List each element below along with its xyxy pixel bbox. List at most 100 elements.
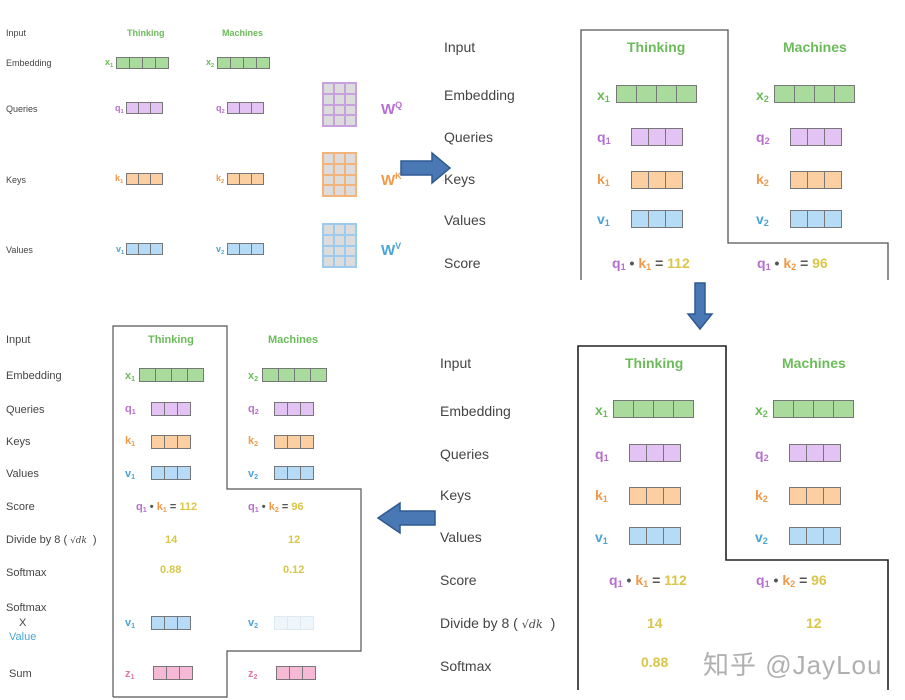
row-label-score: Score [6, 501, 35, 513]
symbol-x1: x1 [125, 370, 136, 383]
softmax-value-1: 0.88 [641, 654, 669, 670]
output-vector-z1 [153, 666, 193, 680]
word-thinking: Thinking [148, 334, 194, 346]
value-vector-v1 [126, 243, 163, 255]
symbol-v1: v1 [116, 244, 125, 256]
divided-score-1: 14 [647, 615, 663, 631]
arrow-left-icon [376, 501, 436, 535]
value-vector-v2 [789, 527, 841, 545]
symbol-k2: k2 [755, 487, 768, 504]
key-vector-k2 [790, 171, 842, 189]
key-vector-k1 [126, 173, 163, 185]
word-thinking: Thinking [627, 39, 686, 55]
row-label-embedding: Embedding [440, 403, 511, 419]
row-label-keys: Keys [6, 175, 27, 185]
row-label-keys: Keys [444, 171, 476, 187]
query-vector-q2 [789, 444, 841, 462]
row-label-keys: Keys [440, 487, 472, 503]
score-q1-k1: q1 • k1 = 112 [136, 501, 198, 514]
score-q1-k2: q1 • k2 = 96 [757, 255, 828, 272]
row-label-softmax: Softmax [440, 658, 492, 674]
symbol-v2: v2 [248, 468, 259, 481]
symbol-x1: x1 [595, 402, 608, 419]
symbol-q1: q1 [595, 446, 609, 463]
word-machines: Machines [782, 355, 846, 371]
symbol-q2: q2 [756, 129, 770, 146]
row-label-divide: Divide by 8 ( √dk ) [6, 534, 97, 546]
weight-label-wq: WQ [381, 100, 403, 118]
symbol-v2: v2 [756, 211, 769, 228]
row-label-input: Input [440, 355, 472, 371]
symbol-x2: x2 [206, 57, 215, 69]
divided-score-2: 12 [288, 534, 301, 546]
row-label-values: Values [6, 245, 33, 255]
symbol-k1: k1 [115, 173, 124, 185]
score-q1-k1: q1 • k1 = 112 [609, 572, 687, 589]
symbol-q2: q2 [248, 403, 259, 416]
value-vector-v2 [790, 210, 842, 228]
arrow-down-icon [686, 282, 714, 331]
symbol-x2: x2 [248, 370, 259, 383]
word-machines: Machines [268, 334, 319, 346]
word-thinking: Thinking [625, 355, 684, 371]
row-label-divide: Divide by 8 ( √dk ) [440, 615, 556, 631]
weight-label-wk: WK [381, 171, 402, 189]
query-vector-q2 [227, 102, 264, 114]
embedding-vector-x2 [262, 368, 327, 382]
weighted-value-vector-v1 [151, 616, 191, 630]
row-label-queries: Queries [440, 446, 490, 462]
query-vector-q1 [151, 402, 191, 416]
row-label-sum: Sum [9, 668, 32, 680]
symbol-z1: z1 [125, 668, 135, 681]
value-vector-v1 [629, 527, 681, 545]
symbol-k1: k1 [595, 487, 608, 504]
divided-score-1: 14 [165, 534, 178, 546]
output-vector-z2 [276, 666, 316, 680]
watermark: 知乎 @JayLou [703, 650, 883, 680]
symbol-weighted-v2: v2 [248, 617, 259, 630]
query-vector-q1 [629, 444, 681, 462]
score-q1-k2: q1 • k2 = 96 [248, 501, 304, 514]
symbol-k2: k2 [216, 173, 225, 185]
softmax-value-1: 0.88 [160, 564, 182, 576]
symbol-k2: k2 [756, 171, 769, 188]
softmax-value-2: 0.12 [283, 564, 305, 576]
row-label-softmax-x-value-2: X [19, 617, 27, 629]
key-vector-k1 [629, 487, 681, 505]
word-thinking: Thinking [127, 28, 165, 38]
row-label-queries: Queries [6, 104, 38, 114]
row-label-embedding: Embedding [6, 58, 52, 68]
symbol-x1: x1 [105, 57, 114, 69]
query-vector-q1 [126, 102, 163, 114]
weight-matrix-wv [322, 223, 357, 268]
row-label-score: Score [444, 255, 481, 271]
query-vector-q1 [631, 128, 683, 146]
embedding-vector-x2 [217, 57, 270, 69]
key-vector-k1 [631, 171, 683, 189]
query-vector-q2 [274, 402, 314, 416]
symbol-v1: v1 [597, 211, 610, 228]
weight-label-wv: WV [381, 241, 402, 259]
symbol-v1: v1 [595, 529, 608, 546]
row-label-values: Values [440, 529, 482, 545]
row-label-values: Values [6, 468, 39, 480]
weight-matrix-wk [322, 152, 357, 197]
symbol-q1: q1 [115, 103, 124, 115]
symbol-q2: q2 [755, 446, 769, 463]
embedding-vector-x1 [116, 57, 169, 69]
word-machines: Machines [222, 28, 264, 38]
symbol-v1: v1 [125, 468, 136, 481]
divided-score-2: 12 [806, 615, 822, 631]
embedding-vector-x2 [773, 400, 854, 418]
embedding-vector-x2 [774, 85, 855, 103]
row-label-values: Values [444, 212, 486, 228]
key-vector-k2 [274, 435, 314, 449]
weight-matrix-wq [322, 82, 357, 127]
row-label-input: Input [6, 334, 31, 346]
key-vector-k2 [789, 487, 841, 505]
key-vector-k2 [227, 173, 264, 185]
symbol-z2: z2 [248, 668, 258, 681]
row-label-keys: Keys [6, 436, 31, 448]
symbol-k2: k2 [248, 435, 259, 448]
symbol-x2: x2 [756, 87, 769, 104]
